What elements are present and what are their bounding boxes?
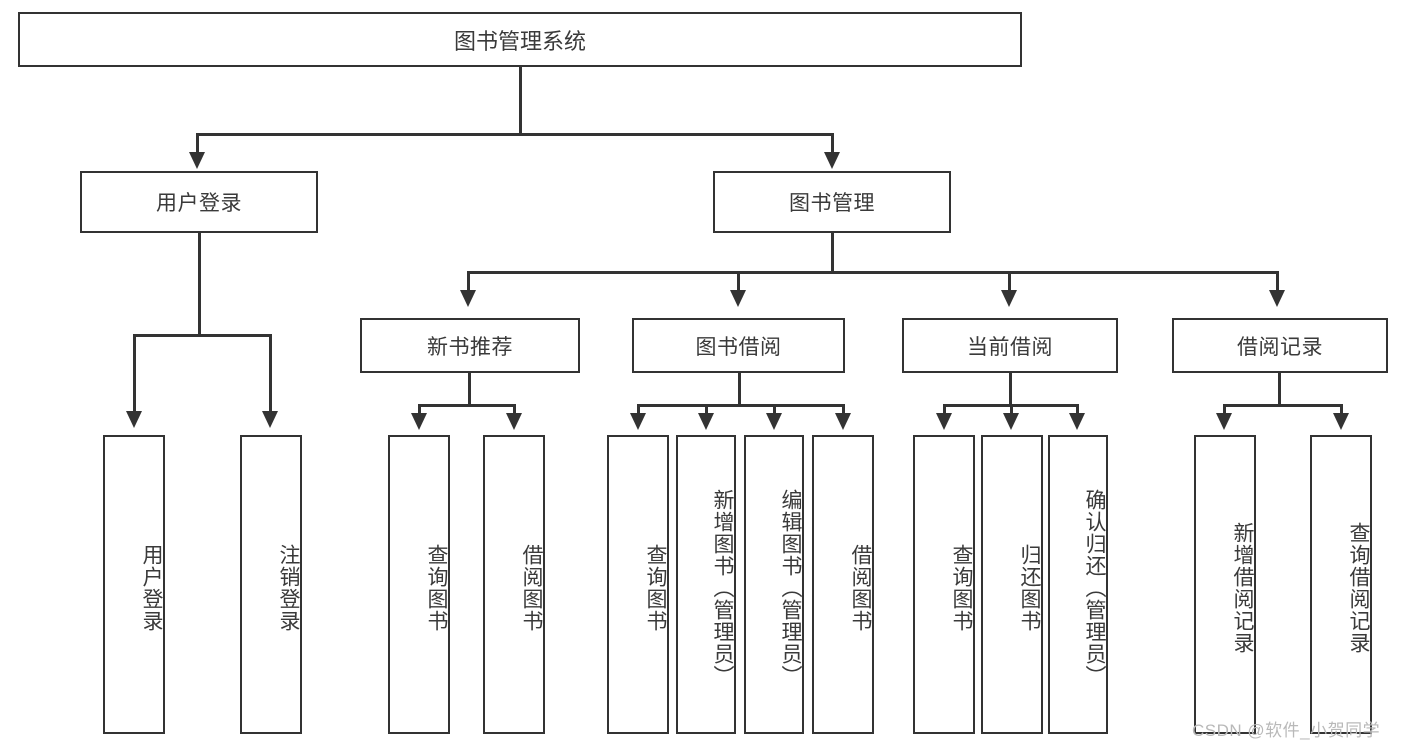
node-book-management[interactable]: 图书管理 — [713, 171, 951, 233]
connector-to-new-book — [467, 271, 470, 293]
arrow-current-borrow-child-3 — [1069, 413, 1085, 430]
node-label: 借阅图书 — [520, 543, 543, 632]
connector-new-book-bar — [418, 404, 516, 407]
arrow-book-borrow-child-2 — [698, 413, 714, 430]
leaf-current-borrow-query[interactable]: 查询图书 — [913, 435, 975, 734]
arrow-to-borrow-record — [1269, 290, 1285, 307]
connector-user-login-stem — [198, 233, 201, 335]
arrow-borrow-record-child-2 — [1333, 413, 1349, 430]
node-label: 确认归还（管理员） — [1083, 488, 1106, 687]
arrow-current-borrow-child-1 — [936, 413, 952, 430]
node-root-system[interactable]: 图书管理系统 — [18, 12, 1022, 67]
arrow-to-book-borrow — [730, 290, 746, 307]
node-book-borrow[interactable]: 图书借阅 — [632, 318, 845, 373]
connector-book-borrow-child-2 — [705, 404, 708, 416]
arrow-to-new-book — [460, 290, 476, 307]
connector-new-book-child-2 — [513, 404, 516, 416]
node-current-borrow[interactable]: 当前借阅 — [902, 318, 1118, 373]
connector-level2-bar — [467, 271, 1279, 274]
connector-to-book-borrow — [737, 271, 740, 293]
connector-root-stem — [519, 67, 522, 134]
leaf-book-borrow-query[interactable]: 查询图书 — [607, 435, 669, 734]
connector-borrow-record-child-1 — [1223, 404, 1226, 416]
leaf-new-book-query[interactable]: 查询图书 — [388, 435, 450, 734]
leaf-borrow-record-add[interactable]: 新增借阅记录 — [1194, 435, 1256, 734]
connector-current-borrow-stem — [1009, 373, 1012, 407]
arrow-to-user-login — [189, 152, 205, 169]
connector-to-user-login — [196, 133, 199, 155]
node-label: 用户登录 — [156, 192, 242, 215]
connector-to-current-borrow — [1008, 271, 1011, 293]
connector-borrow-record-child-2 — [1340, 404, 1343, 416]
node-user-login[interactable]: 用户登录 — [80, 171, 318, 233]
node-label: 新增借阅记录 — [1231, 521, 1254, 654]
leaf-user-login[interactable]: 用户登录 — [103, 435, 165, 734]
connector-to-borrow-record — [1276, 271, 1279, 293]
connector-book-borrow-child-4 — [842, 404, 845, 416]
connector-user-login-child-1 — [133, 334, 136, 414]
node-label: 查询借阅记录 — [1347, 521, 1370, 654]
connector-borrow-record-stem — [1278, 373, 1281, 407]
connector-user-login-bar — [133, 334, 269, 337]
connector-to-book-manage — [831, 133, 834, 155]
node-label: 图书管理 — [789, 192, 875, 215]
connector-book-borrow-child-1 — [637, 404, 640, 416]
connector-current-borrow-child-1 — [943, 404, 946, 416]
node-label: 新书推荐 — [427, 335, 513, 359]
node-label: 借阅图书 — [849, 543, 872, 632]
connector-book-borrow-bar — [637, 404, 845, 407]
connector-user-login-child-2 — [269, 334, 272, 414]
node-label: 查询图书 — [425, 543, 448, 632]
leaf-logout-login[interactable]: 注销登录 — [240, 435, 302, 734]
connector-borrow-record-bar — [1223, 404, 1343, 407]
arrow-to-book-manage — [824, 152, 840, 169]
node-label: 借阅记录 — [1237, 335, 1323, 359]
arrow-book-borrow-child-3 — [766, 413, 782, 430]
arrow-book-borrow-child-4 — [835, 413, 851, 430]
leaf-borrow-record-query[interactable]: 查询借阅记录 — [1310, 435, 1372, 734]
leaf-current-borrow-return[interactable]: 归还图书 — [981, 435, 1043, 734]
arrow-user-login-child-2 — [262, 411, 278, 428]
node-label: 归还图书 — [1018, 543, 1041, 632]
arrow-borrow-record-child-1 — [1216, 413, 1232, 430]
leaf-current-borrow-confirm[interactable]: 确认归还（管理员） — [1048, 435, 1108, 734]
connector-book-borrow-stem — [738, 373, 741, 407]
node-label: 新增图书（管理员） — [711, 488, 734, 687]
connector-book-borrow-child-3 — [773, 404, 776, 416]
leaf-book-borrow-edit[interactable]: 编辑图书（管理员） — [744, 435, 804, 734]
node-label: 用户登录 — [140, 543, 163, 632]
connector-level1-bar — [196, 133, 834, 136]
node-label: 图书管理系统 — [453, 28, 586, 54]
connector-book-manage-stem — [831, 233, 834, 273]
connector-current-borrow-child-3 — [1076, 404, 1079, 416]
arrow-new-book-child-2 — [506, 413, 522, 430]
node-label: 查询图书 — [950, 543, 973, 632]
arrow-book-borrow-child-1 — [630, 413, 646, 430]
connector-new-book-stem — [468, 373, 471, 407]
watermark-csdn: CSDN @软件_小贺同学 — [1192, 721, 1381, 740]
node-label: 当前借阅 — [967, 335, 1053, 359]
leaf-book-borrow-add[interactable]: 新增图书（管理员） — [676, 435, 736, 734]
node-label: 图书借阅 — [695, 335, 782, 359]
arrow-new-book-child-1 — [411, 413, 427, 430]
leaf-book-borrow-borrow[interactable]: 借阅图书 — [812, 435, 874, 734]
arrow-user-login-child-1 — [126, 411, 142, 428]
connector-current-borrow-child-2 — [1010, 404, 1013, 416]
node-new-book-recommend[interactable]: 新书推荐 — [360, 318, 580, 373]
connector-new-book-child-1 — [418, 404, 421, 416]
arrow-to-current-borrow — [1001, 290, 1017, 307]
node-label: 编辑图书（管理员） — [779, 488, 802, 687]
leaf-new-book-borrow[interactable]: 借阅图书 — [483, 435, 545, 734]
node-borrow-record[interactable]: 借阅记录 — [1172, 318, 1388, 373]
node-label: 查询图书 — [644, 543, 667, 632]
node-label: 注销登录 — [277, 543, 300, 632]
arrow-current-borrow-child-2 — [1003, 413, 1019, 430]
